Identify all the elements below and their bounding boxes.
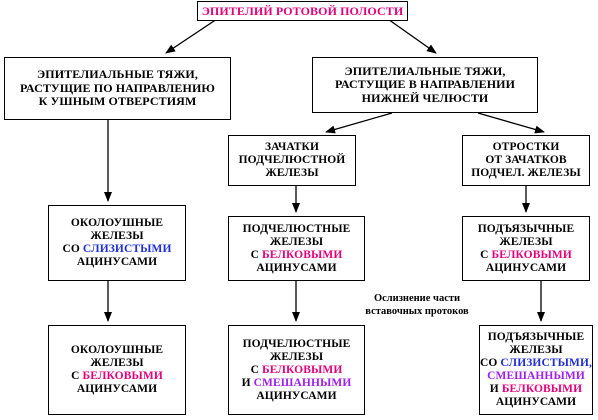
- parotid-mucous-box: ОКОЛОУШНЫЕ ЖЕЛЕЗЫ СО СЛИЗИСТЫМИ АЦИНУСАМ…: [48, 205, 186, 281]
- parotid-1-line-2: ЖЕЛЕЗЫ: [90, 230, 144, 242]
- subling-1-prep: С: [480, 248, 492, 261]
- submandibular-buds-box: ЗАЧАТКИ ПОДЧЕЛЮСТНОЙ ЖЕЛЕЗЫ: [228, 135, 356, 186]
- buds-line-3: ЖЕЛЕЗЫ: [265, 167, 319, 179]
- jaw-cords-line-2: РАСТУЩИЕ В НАПРАВЛЕНИИ: [334, 77, 516, 92]
- submand-1-prep: С: [250, 248, 263, 261]
- mucification-note: Ослизнение части вставочных протоков: [358, 293, 476, 318]
- ear-cords-line-2: РАСТУЩИЕ ПО НАПРАВЛЕНИЮ: [20, 80, 215, 95]
- mixed-word: СМЕШАННЫМИ: [253, 376, 352, 389]
- arrow-title-to-jaw-cords: [384, 16, 437, 54]
- ear-cords-box: ЭПИТЕЛИАЛЬНЫЕ ТЯЖИ, РАСТУЩИЕ ПО НАПРАВЛЕ…: [4, 57, 231, 120]
- protein-word: БЕЛКОВЫМИ: [82, 370, 163, 382]
- parotid-2-line-1: ОКОЛОУШНЫЕ: [70, 344, 164, 356]
- offshoots-box: ОТРОСТКИ ОТ ЗАЧАТКОВ ПОДЧЕЛ. ЖЕЛЕЗЫ: [462, 135, 590, 186]
- subling-2-prep: СО: [479, 357, 501, 369]
- submand-2-line-4: И СМЕШАННЫМИ: [242, 377, 352, 390]
- protein-word: БЕЛКОВЫМИ: [501, 383, 583, 395]
- mucous-word: СЛИЗИСТЫМИ: [82, 243, 172, 255]
- parotid-2-prep: С: [71, 370, 83, 382]
- protein-word: БЕЛКОВЫМИ: [262, 248, 343, 261]
- submandibular-protein-box: ПОДЧЕЛЮСТНЫЕ ЖЕЛЕЗЫ С БЕЛКОВЫМИ АЦИНУСАМ…: [228, 216, 365, 281]
- ear-cords-line-3: К УШНЫМ ОТВЕРСТИЯМ: [38, 94, 197, 109]
- mixed-word: СМЕШАННЫМИ: [487, 370, 585, 382]
- sublingual-protein-box: ПОДЪЯЗЫЧНЫЕ ЖЕЛЕЗЫ С БЕЛКОВЫМИ АЦИНУСАМИ: [462, 216, 590, 281]
- offshoots-line-1: ОТРОСТКИ: [492, 141, 560, 153]
- note-line-1: Ослизнение части: [373, 293, 461, 304]
- parotid-protein-box: ОКОЛОУШНЫЕ ЖЕЛЕЗЫ С БЕЛКОВЫМИ АЦИНУСАМИ: [48, 325, 186, 415]
- submand-1-line-2: ЖЕЛЕЗЫ: [269, 235, 324, 248]
- arrow-jaw-to-offshoots: [477, 112, 545, 134]
- parotid-2-line-4: АЦИНУСАМИ: [76, 383, 158, 395]
- subling-1-line-1: ПОДЪЯЗЫЧНЫЕ: [477, 222, 575, 235]
- parotid-1-line-4: АЦИНУСАМИ: [76, 256, 158, 268]
- submand-1-line-4: АЦИНУСАМИ: [256, 261, 337, 274]
- buds-line-1: ЗАЧАТКИ: [264, 141, 320, 153]
- mucous-word: СЛИЗИСТЫМИ,: [500, 357, 593, 369]
- offshoots-line-2: ОТ ЗАЧАТКОВ: [485, 154, 567, 166]
- subling-1-line-3: С БЕЛКОВЫМИ: [480, 249, 572, 262]
- jaw-cords-box: ЭПИТЕЛИАЛЬНЫЕ ТЯЖИ, РАСТУЩИЕ В НАПРАВЛЕН…: [312, 57, 538, 113]
- submand-2-conj: И: [241, 376, 254, 389]
- parotid-1-prep: СО: [62, 243, 83, 255]
- offshoots-line-3: ПОДЧЕЛ. ЖЕЛЕЗЫ: [471, 167, 581, 179]
- submand-2-prep: С: [250, 363, 263, 376]
- subling-2-line-6: АЦИНУСАМИ: [495, 396, 577, 408]
- jaw-cords-line-3: НИЖНЕЙ ЧЕЛЮСТИ: [361, 90, 489, 105]
- subling-2-line-1: ПОДЪЯЗЫЧНЫЕ: [487, 331, 585, 343]
- submand-2-line-1: ПОДЧЕЛЮСТНЫЕ: [242, 337, 351, 350]
- parotid-1-line-3: СО СЛИЗИСТЫМИ: [62, 243, 171, 256]
- buds-line-2: ПОДЧЕЛЮСТНОЙ: [238, 154, 346, 166]
- ear-cords-line-1: ЭПИТЕЛИАЛЬНЫЕ ТЯЖИ,: [37, 67, 198, 82]
- title-text: ЭПИТЕЛИЙ РОТОВОЙ ПОЛОСТИ: [201, 3, 404, 18]
- title-box: ЭПИТЕЛИЙ РОТОВОЙ ПОЛОСТИ: [197, 1, 408, 21]
- subling-2-line-2: ЖЕЛЕЗЫ: [509, 344, 563, 356]
- submandibular-mixed-box: ПОДЧЕЛЮСТНЫЕ ЖЕЛЕЗЫ С БЕЛКОВЫМИ И СМЕШАН…: [228, 325, 365, 415]
- submand-2-line-2: ЖЕЛЕЗЫ: [269, 350, 324, 363]
- subling-2-line-3: СО СЛИЗИСТЫМИ,: [480, 357, 592, 370]
- protein-word: БЕЛКОВЫМИ: [491, 248, 572, 261]
- subling-1-line-4: АЦИНУСАМИ: [485, 261, 567, 274]
- parotid-2-line-2: ЖЕЛЕЗЫ: [90, 357, 144, 369]
- note-line-2: вставочных протоков: [365, 305, 469, 317]
- submand-2-line-5: АЦИНУСАМИ: [256, 389, 337, 402]
- submand-2-line-3: С БЕЛКОВЫМИ: [251, 364, 343, 377]
- jaw-cords-line-1: ЭПИТЕЛИАЛЬНЫЕ ТЯЖИ,: [344, 63, 506, 78]
- submand-1-line-3: С БЕЛКОВЫМИ: [251, 249, 343, 262]
- subling-2-line-5: И БЕЛКОВЫМИ: [490, 383, 582, 396]
- subling-2-conj: И: [489, 383, 502, 395]
- submand-1-line-1: ПОДЧЕЛЮСТНЫЕ: [242, 222, 351, 235]
- sublingual-all-box: ПОДЪЯЗЫЧНЫЕ ЖЕЛЕЗЫ СО СЛИЗИСТЫМИ, СМЕШАН…: [479, 325, 593, 415]
- arrow-jaw-to-buds: [325, 112, 393, 134]
- arrow-title-to-ear-cords: [165, 16, 221, 54]
- protein-word: БЕЛКОВЫМИ: [262, 363, 343, 376]
- parotid-1-line-1: ОКОЛОУШНЫЕ: [70, 217, 164, 229]
- parotid-2-line-3: С БЕЛКОВЫМИ: [71, 370, 163, 383]
- subling-1-line-2: ЖЕЛЕЗЫ: [499, 235, 553, 248]
